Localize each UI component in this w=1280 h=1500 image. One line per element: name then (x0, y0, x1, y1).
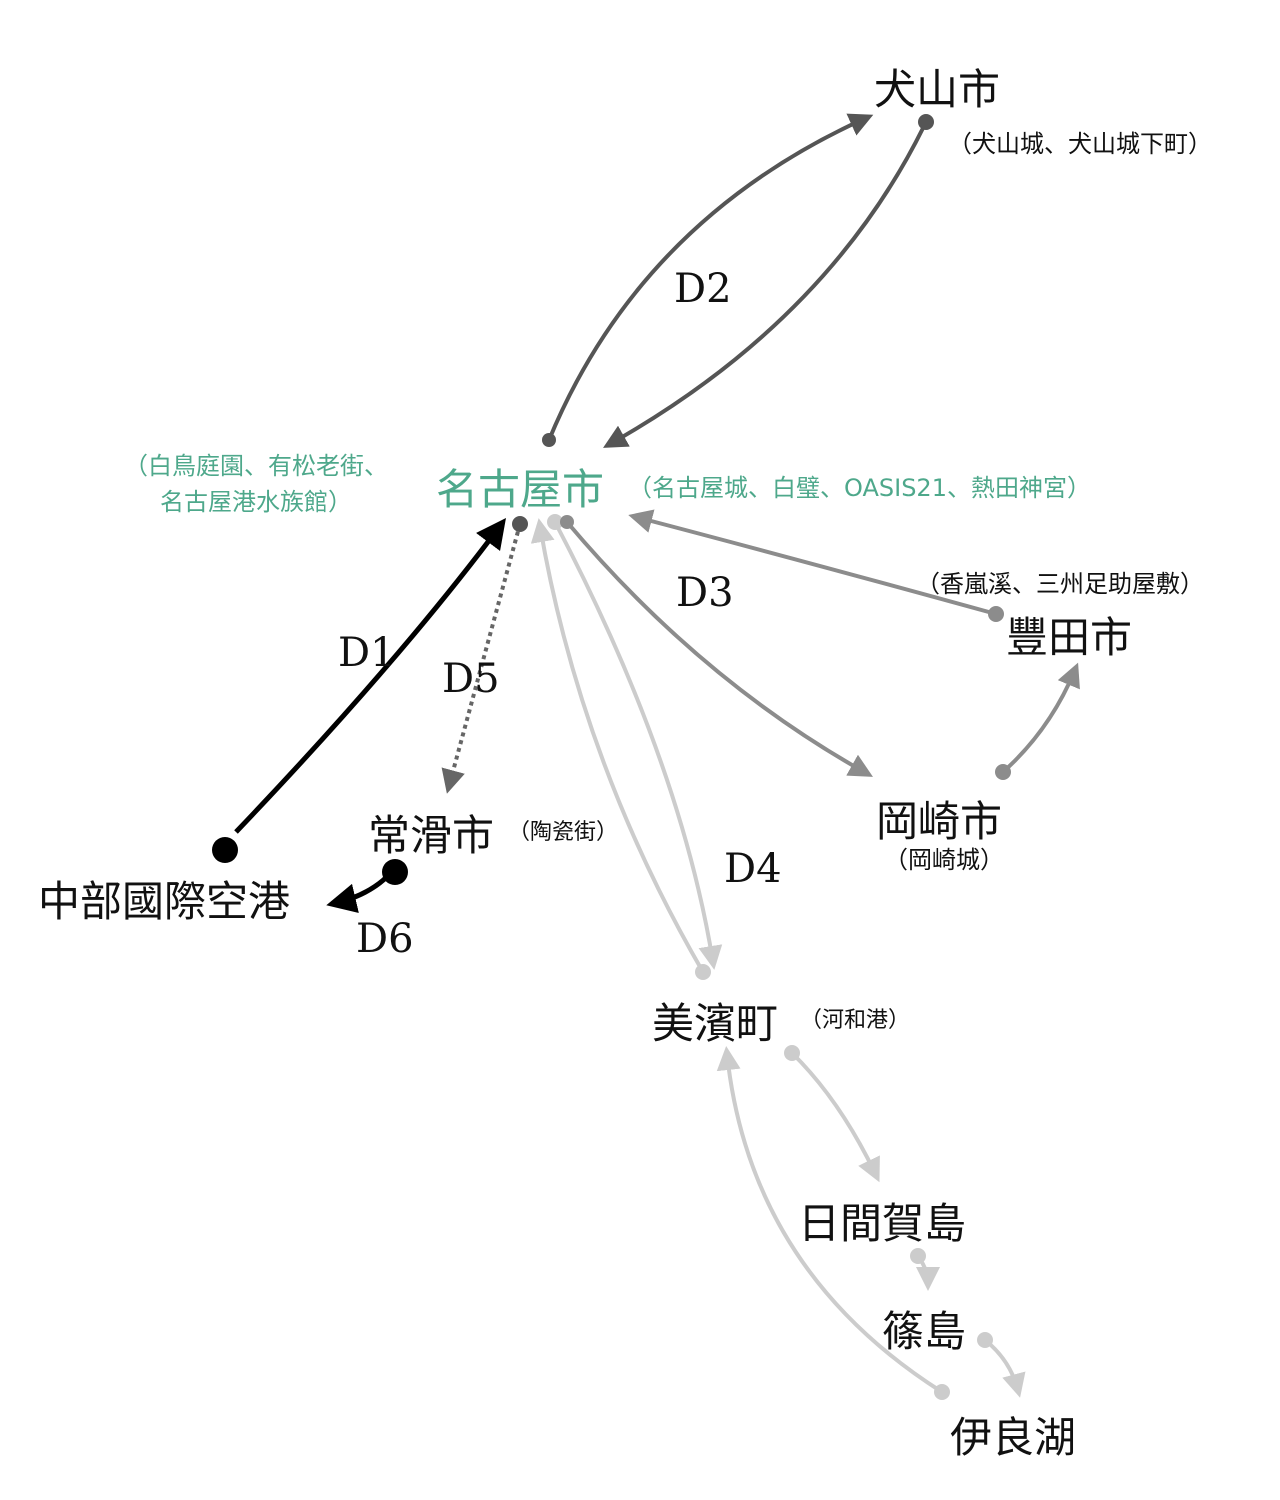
nagoya-sights: （名古屋城、白璧、OASIS21、熱田神宮） (628, 474, 1091, 502)
route-label-d3: D3 (676, 570, 734, 616)
inuyama-label: 犬山市 (874, 65, 1001, 114)
route-d4 (530, 514, 1026, 1400)
route-d2 (542, 113, 934, 448)
route-label-d6: D6 (356, 916, 414, 962)
route-d3 (560, 509, 1080, 780)
nagoya-sights-left-1: （白鳥庭園、有松老街、 (124, 452, 388, 480)
toyota-sights: （香嵐溪、三州足助屋敷） (916, 570, 1204, 598)
toyota-label: 豐田市 (1006, 613, 1133, 662)
route-d1 (212, 517, 506, 863)
route-label-d5: D5 (442, 656, 500, 702)
irago-label: 伊良湖 (950, 1413, 1077, 1462)
mihama-label: 美濱町 (652, 999, 779, 1048)
route-d5 (441, 516, 528, 794)
tokoname-sights: （陶瓷街） (508, 820, 619, 845)
mihama-sights: （河和港） (800, 1008, 911, 1033)
nagoya-sights-left-2: 名古屋港水族館） (160, 488, 352, 516)
route-label-d1: D1 (338, 630, 396, 676)
route-label-d4: D4 (724, 846, 782, 892)
okazaki-label: 岡崎市 (876, 797, 1003, 846)
tokoname-label: 常滑市 (368, 811, 495, 860)
okazaki-sights: （岡崎城） (884, 846, 1004, 874)
route-label-d2: D2 (674, 266, 732, 312)
shinojima-label: 篠島 (882, 1307, 967, 1356)
route-d6 (326, 859, 408, 914)
himakajima-label: 日間賀島 (798, 1199, 967, 1248)
airport-label: 中部國際空港 (38, 877, 291, 926)
nagoya-label: 名古屋市 (436, 465, 605, 514)
inuyama-sights: （犬山城、犬山城下町） (948, 130, 1212, 158)
